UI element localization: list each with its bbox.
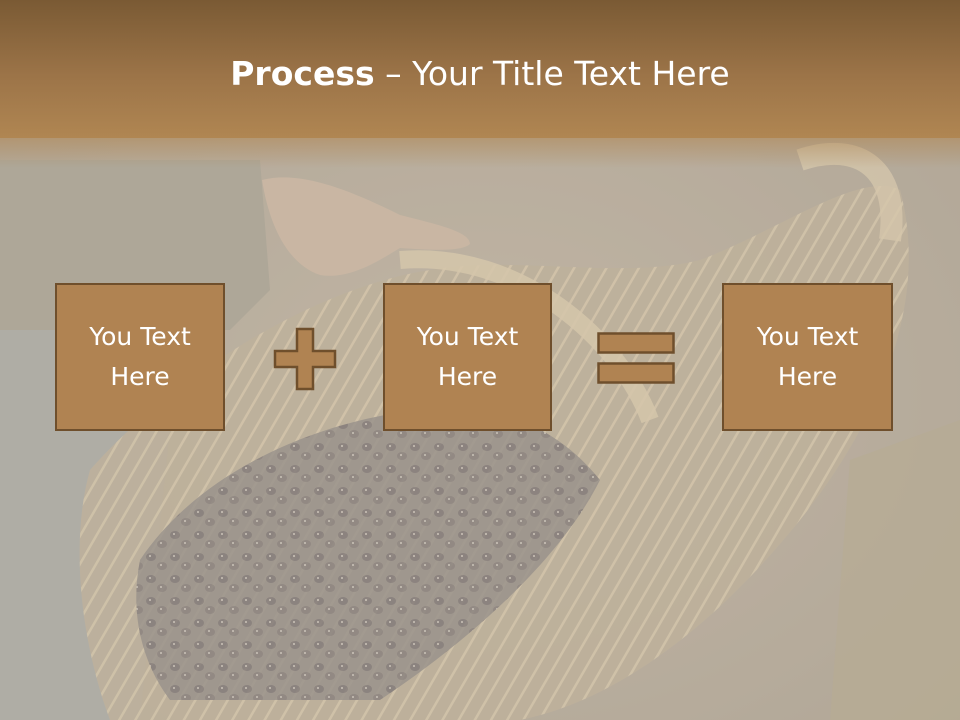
process-box-2-text: You Text Here <box>416 322 519 391</box>
title-rest: – Your Title Text Here <box>374 54 730 93</box>
slide-title: Process – Your Title Text Here <box>0 52 960 96</box>
title-bold: Process <box>230 54 375 93</box>
title-bar <box>0 0 960 138</box>
process-box-1[interactable]: You Text Here <box>55 283 225 431</box>
process-box-2[interactable]: You Text Here <box>383 283 552 431</box>
process-box-3-text: You Text Here <box>756 322 859 391</box>
process-box-3[interactable]: You Text Here <box>722 283 893 431</box>
process-box-1-text: You Text Here <box>89 322 191 391</box>
equals-icon <box>597 332 675 384</box>
title-bar-fade <box>0 138 960 168</box>
plus-icon <box>273 327 337 391</box>
